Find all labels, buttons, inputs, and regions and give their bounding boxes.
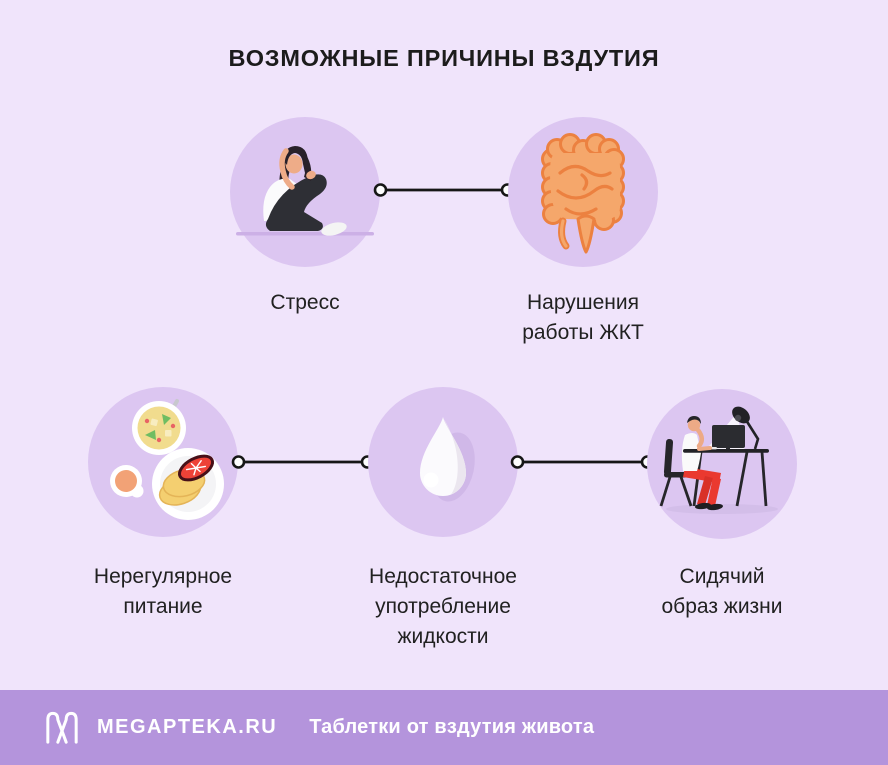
- cause-circle-sedentary: [647, 389, 797, 539]
- page-title: ВОЗМОЖНЫЕ ПРИЧИНЫ ВЗДУТИЯ: [228, 45, 660, 71]
- water-drop-illustration: [420, 417, 475, 502]
- cause-circle-low-fluid: [368, 387, 518, 537]
- cause-circle-irregular-eating: [88, 387, 238, 537]
- connector-line-food-drop: [231, 455, 375, 469]
- food-plates-illustration: [110, 399, 224, 520]
- cause-label-irregular-eating: Нерегулярное питание: [93, 565, 233, 618]
- connector-line-drop-desk: [510, 455, 655, 469]
- cause-label-gi-disorders: Нарушения работы ЖКТ: [522, 291, 644, 344]
- cause-label-stress: Стресс: [270, 291, 340, 314]
- cause-circle-gi-disorders: [508, 117, 658, 267]
- footer-brand-name: MEGAPTEKA.RU: [97, 716, 278, 738]
- footer-tagline: Таблетки от вздутия живота: [309, 716, 595, 738]
- stressed-person-illustration: [236, 146, 374, 236]
- cause-circle-stress: [230, 117, 380, 267]
- cause-label-low-fluid: Недостаточное употребление жидкости: [369, 565, 517, 648]
- cause-label-sedentary: Сидячий образ жизни: [661, 565, 783, 618]
- person-at-desk-illustration: [659, 406, 778, 514]
- connector-line-stress-gi: [373, 183, 515, 197]
- intestines-illustration: [541, 133, 625, 254]
- footer-bar: MEGAPTEKA.RU Таблетки от вздутия живота: [0, 690, 888, 765]
- megapteka-m-logo-icon: [46, 711, 78, 744]
